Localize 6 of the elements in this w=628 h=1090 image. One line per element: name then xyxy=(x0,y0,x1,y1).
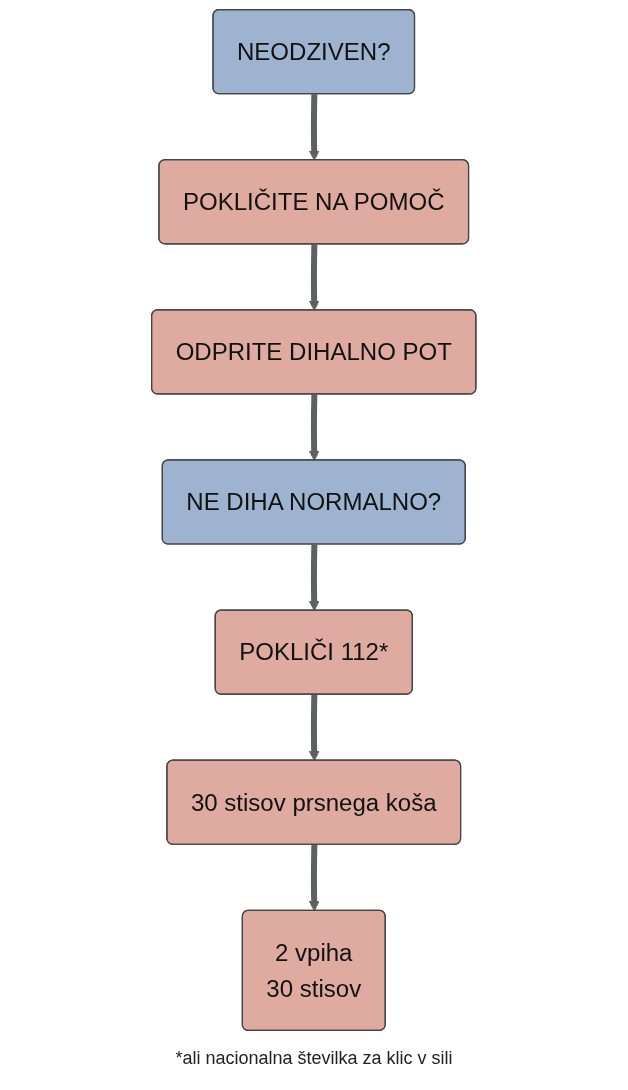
arrow xyxy=(309,844,320,912)
arrow xyxy=(309,244,320,311)
arrow xyxy=(309,544,320,612)
arrow xyxy=(309,94,320,161)
arrow xyxy=(309,694,320,762)
footnote: *ali nacionalna številka za klic v sili xyxy=(174,1048,454,1069)
